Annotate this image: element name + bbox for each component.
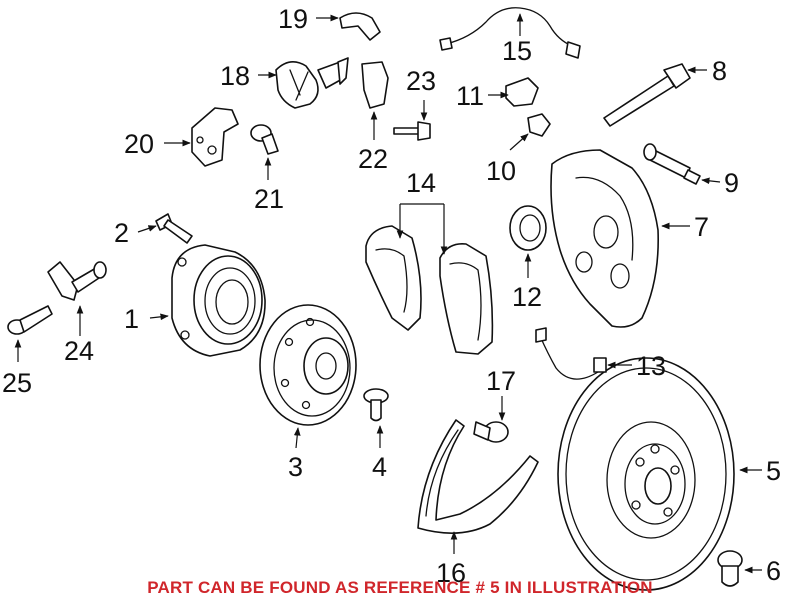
part-abs-sensor (47, 261, 107, 301)
part-pad-wear-sensor (535, 327, 607, 380)
callout-20: 20 (124, 129, 154, 159)
callout-4: 4 (372, 452, 387, 482)
part-guide-pin (603, 63, 691, 127)
part-pin-sleeve (643, 143, 701, 185)
callout-16: 16 (436, 558, 466, 588)
part-harness-clips (275, 57, 349, 109)
callout-11: 11 (456, 81, 484, 111)
callout-5: 5 (766, 456, 781, 486)
callout-19: 19 (278, 4, 308, 34)
callout-13: 13 (636, 351, 666, 381)
callout-17: 17 (486, 366, 516, 396)
callout-22: 22 (358, 144, 388, 174)
part-clip (339, 12, 381, 41)
part-bracket-plate (361, 61, 389, 109)
part-splash-shield (417, 419, 539, 534)
reference-note: PART CAN BE FOUND AS REFERENCE # 5 IN IL… (147, 578, 653, 597)
callout-9: 9 (724, 168, 739, 198)
part-wear-sensor-wire (439, 7, 581, 59)
callout-14: 14 (406, 168, 436, 198)
callout-21: 21 (254, 184, 284, 214)
part-bolt-23 (393, 121, 431, 141)
callout-8: 8 (712, 56, 727, 86)
callout-15: 15 (502, 36, 532, 66)
part-piston-seal (509, 205, 547, 251)
part-hub-bolt (363, 388, 389, 422)
callout-10: 10 (486, 156, 516, 186)
part-shield-bolt (473, 421, 509, 443)
part-brake-rotor (557, 357, 735, 591)
part-brake-caliper (550, 149, 659, 328)
part-brake-pads (365, 225, 494, 355)
leader-lines (14, 13, 762, 574)
part-connector (505, 77, 539, 107)
callout-12: 12 (512, 282, 542, 312)
part-grommet (527, 113, 551, 137)
part-bearing-bolt (155, 213, 193, 244)
callout-18: 18 (220, 61, 250, 91)
part-sensor-bolt (7, 305, 53, 335)
part-rotor-screw (717, 550, 743, 587)
part-bracket-bolt (250, 124, 279, 155)
part-wheel-hub (259, 304, 357, 426)
part-bracket (191, 107, 239, 167)
part-wheel-bearing (171, 244, 266, 357)
callout-3: 3 (288, 452, 303, 482)
callout-1: 1 (124, 304, 139, 334)
callout-24: 24 (64, 336, 94, 366)
callout-6: 6 (766, 556, 781, 586)
callout-25: 25 (2, 368, 32, 398)
callout-2: 2 (114, 218, 129, 248)
callout-7: 7 (694, 212, 709, 242)
callout-23: 23 (406, 66, 436, 96)
